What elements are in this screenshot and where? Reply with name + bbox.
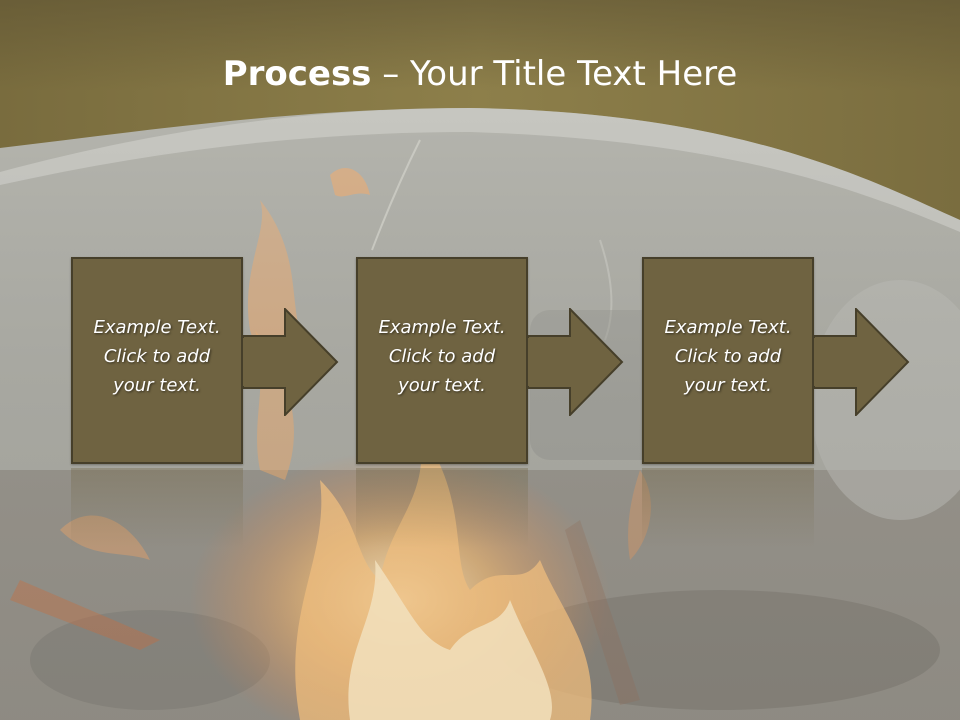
box-reflection-3	[642, 468, 814, 548]
process-box-3-text: Example Text. Click to add your text.	[644, 313, 812, 400]
title-bold-text: Process	[222, 54, 372, 94]
process-box-2-line-1: Example Text.	[378, 317, 506, 338]
process-box-3-line-1: Example Text.	[664, 317, 792, 338]
box-reflection-2	[356, 468, 528, 548]
process-box-1-line-1: Example Text.	[93, 317, 221, 338]
process-box-1-line-3: your text.	[113, 375, 201, 396]
process-box-2-text: Example Text. Click to add your text.	[358, 313, 526, 400]
process-box-1-text: Example Text. Click to add your text.	[73, 313, 241, 400]
process-box-1[interactable]: Example Text. Click to add your text.	[71, 257, 243, 464]
box-reflection-1	[71, 468, 243, 548]
process-box-3[interactable]: Example Text. Click to add your text.	[642, 257, 814, 464]
process-box-2-line-3: your text.	[398, 375, 486, 396]
process-box-2-line-2: Click to add	[388, 346, 496, 367]
right-arrow-icon	[814, 308, 910, 416]
title-rest-text: – Your Title Text Here	[371, 54, 738, 94]
slide-title[interactable]: Process – Your Title Text Here	[0, 52, 960, 96]
process-box-2[interactable]: Example Text. Click to add your text.	[356, 257, 528, 464]
right-arrow-icon	[528, 308, 624, 416]
process-box-3-line-2: Click to add	[674, 346, 782, 367]
process-box-3-line-3: your text.	[684, 375, 772, 396]
right-arrow-icon	[243, 308, 339, 416]
process-box-1-line-2: Click to add	[103, 346, 211, 367]
